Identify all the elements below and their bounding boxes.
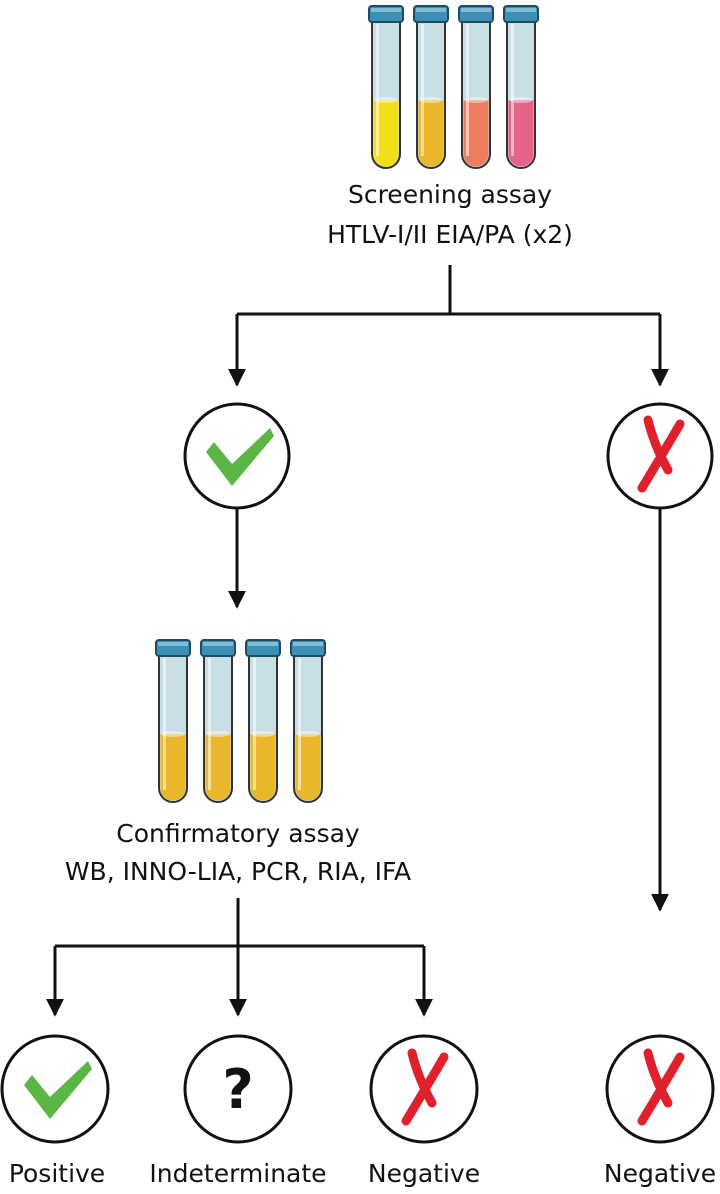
test-tube-icon	[200, 639, 236, 803]
screening-connectors	[228, 265, 669, 387]
check-icon	[206, 428, 274, 486]
confirmatory-methods: WB, INNO-LIA, PCR, RIA, IFA	[65, 857, 411, 886]
confirmatory-connectors	[46, 898, 433, 1017]
result-negative-screen-label: Negative	[604, 1159, 716, 1188]
result-positive-label: Positive	[9, 1159, 105, 1188]
result-indeterminate-label: Indeterminate	[149, 1159, 326, 1188]
check-icon	[24, 1061, 92, 1119]
test-tube-icon	[245, 639, 281, 803]
confirmatory-title: Confirmatory assay	[116, 819, 360, 848]
screening-positive-node	[183, 402, 291, 510]
cross-icon	[401, 1048, 449, 1126]
screening-negative-node	[606, 402, 714, 510]
confirmatory-tubes	[155, 639, 326, 803]
cross-icon	[637, 1048, 685, 1126]
test-tube-icon	[368, 5, 404, 169]
result-negative-confirm-label: Negative	[368, 1159, 480, 1188]
cross-icon	[637, 415, 685, 493]
result-indeterminate-node: ?	[183, 1034, 293, 1144]
screening-tubes	[368, 5, 539, 169]
result-negative-screen-node	[605, 1034, 715, 1144]
result-negative-confirm-node	[369, 1034, 479, 1144]
test-tube-icon	[413, 5, 449, 169]
test-tube-icon	[155, 639, 191, 803]
test-tube-icon	[503, 5, 539, 169]
test-tube-icon	[458, 5, 494, 169]
result-positive-node	[0, 1034, 110, 1144]
screening-methods: HTLV-I/II EIA/PA (x2)	[327, 220, 573, 249]
test-tube-icon	[290, 639, 326, 803]
screening-title: Screening assay	[348, 180, 552, 209]
question-icon: ?	[222, 1058, 253, 1121]
